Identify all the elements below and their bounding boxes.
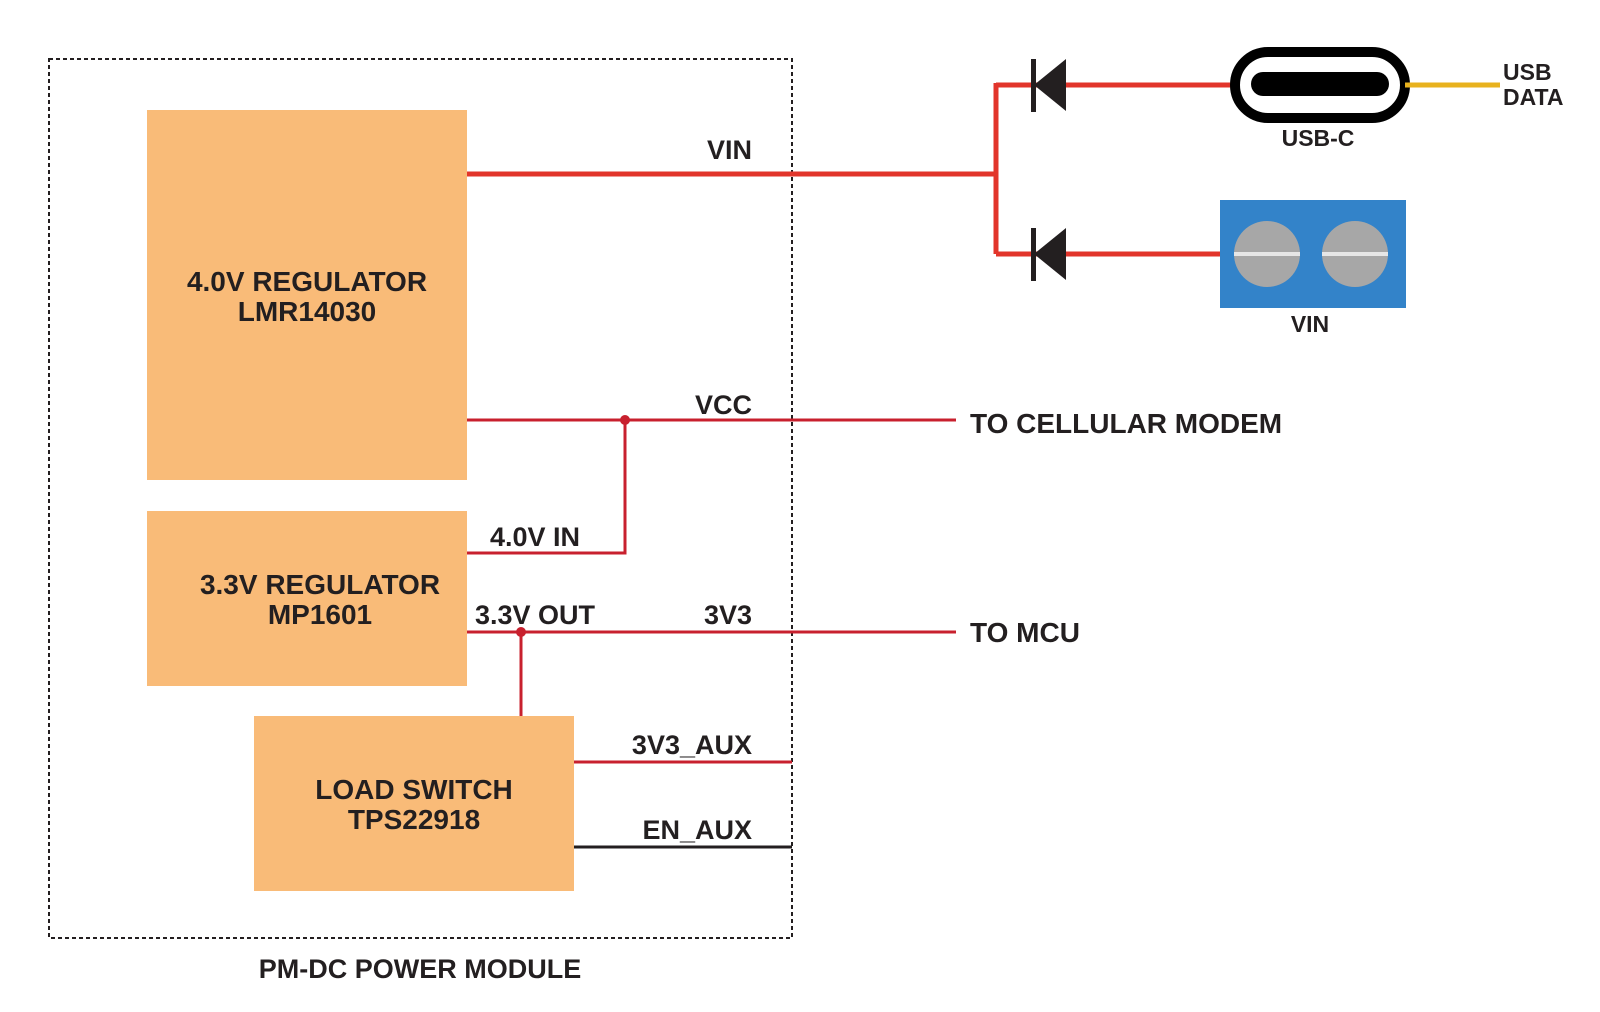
net-label-en-aux: EN_AUX xyxy=(642,815,752,845)
load-switch-title: LOAD SWITCH xyxy=(315,774,513,805)
net-label-out33: 3.3V OUT xyxy=(475,600,596,630)
vcc-junction-dot xyxy=(620,415,630,425)
usb-c-label: USB-C xyxy=(1282,125,1355,151)
regulator-4v-title: 4.0V REGULATOR xyxy=(187,266,427,297)
diode-icon xyxy=(1031,59,1066,112)
in4v-wire xyxy=(467,420,627,555)
regulator-3v3-part: MP1601 xyxy=(268,599,372,630)
load-switch-box xyxy=(254,716,574,891)
regulator-3v3-box xyxy=(147,511,467,686)
destination-mcu-label: TO MCU xyxy=(970,617,1080,648)
net-label-3v3: 3V3 xyxy=(704,600,752,630)
net-label-in4v: 4.0V IN xyxy=(490,522,580,552)
diode-icon xyxy=(1031,228,1066,281)
vin-wires xyxy=(467,82,1240,257)
n3v3-junction-dot xyxy=(516,627,526,637)
load-switch-block: LOAD SWITCH TPS22918 xyxy=(254,716,574,891)
regulator-3v3-block: 3.3V REGULATOR MP1601 xyxy=(147,511,467,686)
regulator-4v-box xyxy=(147,110,467,480)
signal-wires xyxy=(467,418,956,764)
regulator-3v3-title: 3.3V REGULATOR xyxy=(200,569,440,600)
module-boundary xyxy=(48,58,793,939)
usb-data-label-line1: USB xyxy=(1503,59,1552,85)
net-label-3v3-aux: 3V3_AUX xyxy=(632,730,752,760)
regulator-4v-block: 4.0V REGULATOR LMR14030 xyxy=(147,110,467,480)
net-label-vcc: VCC xyxy=(695,390,752,420)
module-caption: PM-DC POWER MODULE xyxy=(259,954,581,984)
usb-c-connector-icon xyxy=(1230,47,1500,123)
regulator-4v-part: LMR14030 xyxy=(238,296,377,327)
terminal-label: VIN xyxy=(1291,311,1329,337)
screw-terminal-icon xyxy=(1220,200,1406,308)
net-label-vin: VIN xyxy=(707,135,752,165)
load-switch-part: TPS22918 xyxy=(348,804,480,835)
usb-data-label-line2: DATA xyxy=(1503,84,1563,110)
destination-modem-label: TO CELLULAR MODEM xyxy=(970,408,1282,439)
